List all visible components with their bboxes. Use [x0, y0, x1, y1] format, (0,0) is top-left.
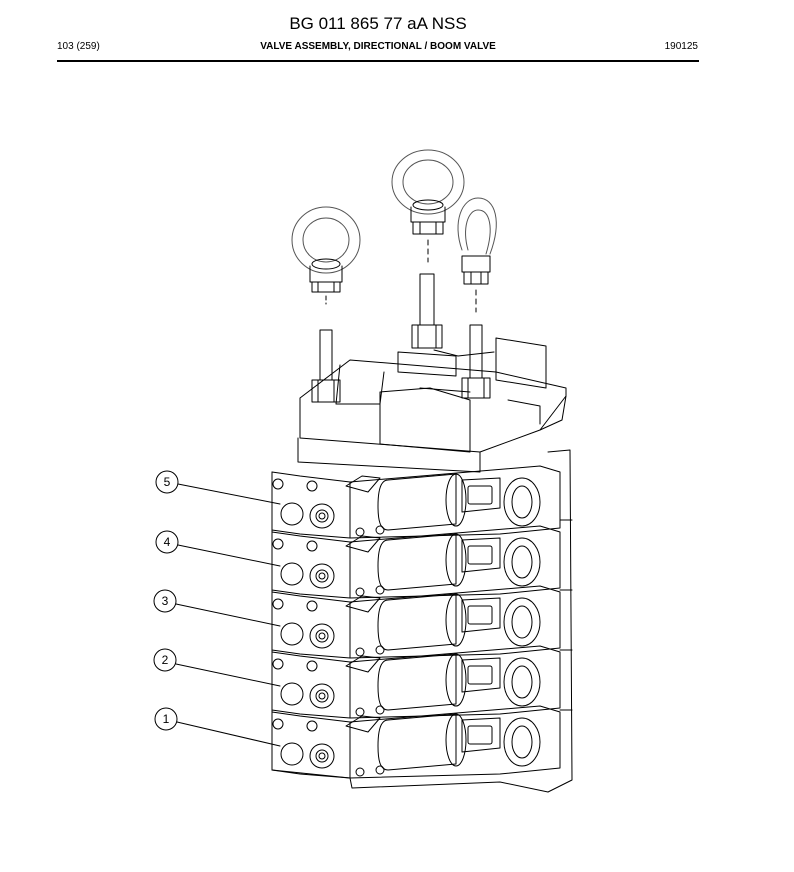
header-rule: [57, 60, 699, 62]
date-code: 190125: [664, 41, 698, 52]
callout-4: 4: [155, 530, 281, 567]
callout-5: 5: [155, 470, 281, 505]
valve-body-side: [539, 395, 573, 793]
valve-section-2: [271, 645, 561, 719]
callout-label: 5: [164, 475, 171, 489]
page-number: 103 (259): [57, 41, 100, 52]
valve-bottom-edge: [271, 769, 549, 793]
document-number: BG 011 865 77 aA NSS: [289, 14, 467, 33]
stud-left: [311, 329, 341, 403]
valve-section-4: [271, 525, 561, 599]
lifting-eye-left: [291, 206, 361, 305]
callout-2: 2: [153, 648, 281, 687]
valve-top-cover: [297, 337, 567, 473]
callout-label: 1: [163, 712, 170, 726]
lifting-eye-right: [457, 197, 497, 313]
callout-3: 3: [153, 589, 281, 627]
callout-1: 1: [154, 707, 281, 747]
lifting-eye-center: [391, 149, 465, 263]
stud-center: [411, 273, 443, 349]
valve-section-5: [271, 465, 561, 539]
stud-right: [461, 324, 491, 399]
callout-label: 4: [164, 535, 171, 549]
callout-label: 2: [162, 653, 169, 667]
callout-label: 3: [162, 594, 169, 608]
section-title: VALVE ASSEMBLY, DIRECTIONAL / BOOM VALVE: [260, 41, 496, 52]
valve-section-3: [271, 585, 561, 659]
valve-section-1: [271, 705, 561, 779]
